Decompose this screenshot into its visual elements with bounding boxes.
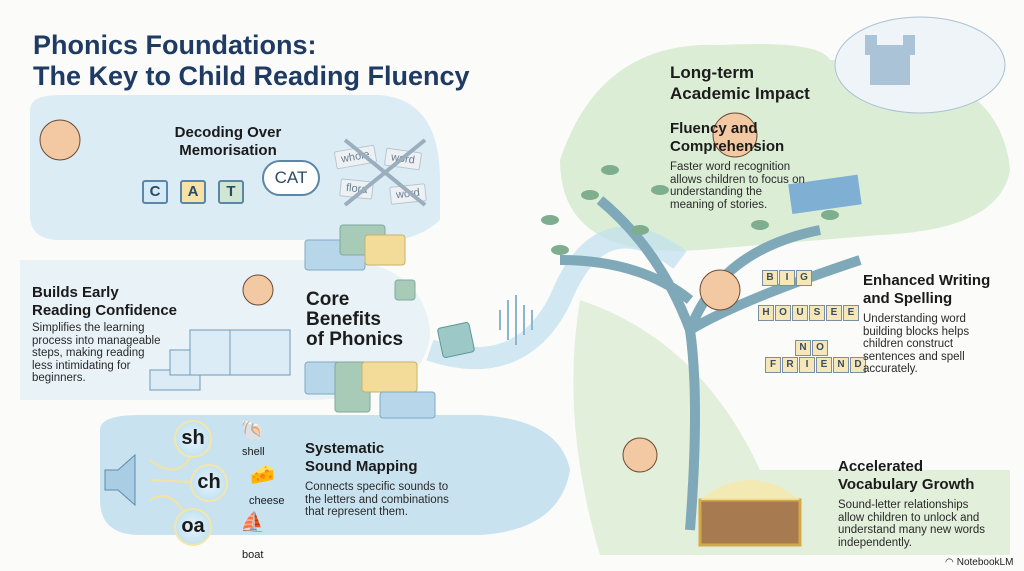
boat-icon: ⛵ xyxy=(240,512,265,534)
letter-block: I xyxy=(779,270,795,286)
letter-block: U xyxy=(792,305,808,321)
heading-line: Memorisation xyxy=(179,142,277,159)
heading-line: Core xyxy=(306,289,350,310)
letter-block: E xyxy=(843,305,859,321)
thought-cloud xyxy=(834,16,1006,114)
letter-block: R xyxy=(782,357,798,373)
vocabulary-heading: Accelerated Vocabulary Growth xyxy=(838,458,974,494)
vocabulary-description: Sound-letter relationships allow childre… xyxy=(838,499,986,549)
heading-line: Comprehension xyxy=(670,138,785,155)
word-label: boat xyxy=(242,549,264,561)
word-label: cheese xyxy=(249,495,285,507)
impact-heading: Long-term Academic Impact xyxy=(670,62,810,104)
writing-description: Understanding word building blocks helps… xyxy=(863,313,970,375)
speaker-icon xyxy=(104,453,136,507)
shell-icon: 🐚 xyxy=(240,420,265,442)
heading-line: Long-term xyxy=(670,63,755,82)
letter-block: A xyxy=(180,180,206,204)
heading-line: Sound Mapping xyxy=(305,458,418,475)
sound-bubble-sh: sh xyxy=(174,420,212,458)
letter-block: F xyxy=(765,357,781,373)
heading-line: Reading Confidence xyxy=(32,302,178,319)
tree xyxy=(559,196,862,531)
cheese-icon: 🧀 xyxy=(250,464,275,486)
heading-line: Fluency and xyxy=(670,120,758,137)
letter-block: G xyxy=(796,270,812,286)
letter-block: T xyxy=(218,180,244,204)
page-title: Phonics Foundations: The Key to Child Re… xyxy=(33,30,470,92)
notebooklm-brand: ◠ NotebookLM xyxy=(945,557,1013,568)
decoding-band xyxy=(30,95,440,243)
heading-line: Vocabulary Growth xyxy=(838,476,975,493)
letter-block: H xyxy=(758,305,774,321)
decoding-heading: Decoding Over Memorisation xyxy=(168,124,288,160)
letter-block: N xyxy=(795,340,811,356)
speech-bubble: CAT xyxy=(262,160,320,196)
heading-line: and Spelling xyxy=(863,290,953,307)
heading-line: Systematic xyxy=(305,440,385,457)
letter-block: N xyxy=(833,357,849,373)
vocabulary-band xyxy=(573,300,1010,555)
sound-band xyxy=(100,415,570,535)
castle-icon xyxy=(865,35,915,85)
heading-line: Academic Impact xyxy=(670,84,810,103)
heading-line: Builds Early xyxy=(32,284,119,301)
sound-mapping-heading: Systematic Sound Mapping xyxy=(305,440,417,476)
word-label: shell xyxy=(242,446,265,458)
notebooklm-logo-icon: ◠ xyxy=(945,557,954,568)
held-block xyxy=(437,322,475,358)
letter-block: I xyxy=(799,357,815,373)
heading-line: Enhanced Writing xyxy=(863,272,991,289)
title-line-2: The Key to Child Reading Fluency xyxy=(33,61,470,91)
letter-block: E xyxy=(816,357,832,373)
letter-block: C xyxy=(142,180,168,204)
child-illustrations xyxy=(39,112,758,473)
heading-line: Accelerated xyxy=(838,458,924,475)
title-line-1: Phonics Foundations: xyxy=(33,30,317,60)
sound-bubble-oa: oa xyxy=(174,508,212,546)
treasure-chest xyxy=(698,480,802,547)
letter-block: O xyxy=(775,305,791,321)
letter-block: O xyxy=(812,340,828,356)
fluency-heading: Fluency and Comprehension xyxy=(670,120,784,156)
confidence-description: Simplifies the learning process into man… xyxy=(32,322,161,384)
heading-line: of Phonics xyxy=(306,329,404,350)
sound-wave xyxy=(499,295,533,345)
core-benefits-heading: Core Benefits of Phonics xyxy=(306,290,403,350)
sound-bubble-ch: ch xyxy=(190,464,228,502)
letter-block: E xyxy=(826,305,842,321)
heading-line: Benefits xyxy=(306,309,381,330)
fluency-description: Faster word recognition allows children … xyxy=(670,161,805,211)
brand-label: NotebookLM xyxy=(956,557,1014,568)
staircase xyxy=(149,329,291,391)
book xyxy=(788,174,862,215)
letter-block: B xyxy=(762,270,778,286)
letter-block: S xyxy=(809,305,825,321)
sound-mapping-description: Connects specific sounds to the letters … xyxy=(305,481,449,518)
confidence-heading: Builds Early Reading Confidence xyxy=(32,284,177,320)
core-blocks-bottom xyxy=(304,361,436,419)
heading-line: Decoding Over xyxy=(174,124,282,141)
core-blocks-top xyxy=(304,224,416,301)
letter-block: D xyxy=(850,357,866,373)
writing-heading: Enhanced Writing and Spelling xyxy=(863,272,990,308)
cross-out-icon xyxy=(343,138,427,207)
tree-leaves xyxy=(541,165,839,255)
